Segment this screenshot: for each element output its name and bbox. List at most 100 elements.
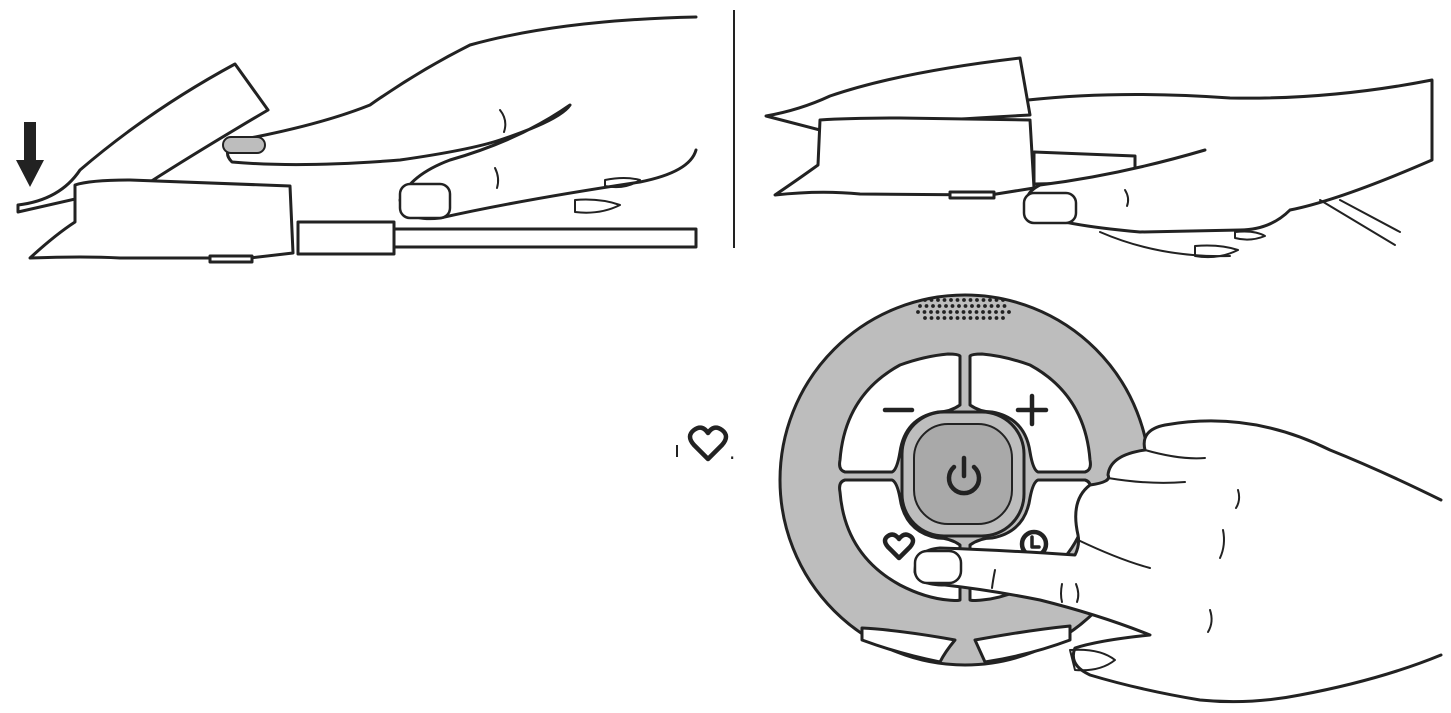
grille-hole (975, 316, 979, 320)
fingernail (1234, 230, 1266, 241)
grille-hole (1001, 316, 1005, 320)
grille-hole (963, 304, 968, 308)
grille-hole (929, 298, 934, 302)
knuckle-line (1207, 609, 1213, 633)
grille-hole (970, 304, 974, 308)
grille-hole (944, 304, 948, 308)
finger-upper (16, 62, 270, 214)
device-foot-right (973, 624, 1072, 664)
grille-hole (942, 316, 947, 320)
grille-hole (950, 304, 955, 308)
pulse-oximeter-body (28, 178, 295, 260)
grille-hole (924, 304, 929, 308)
knuckle-line (499, 109, 507, 133)
grille-hole (929, 310, 933, 314)
grille-hole (923, 316, 927, 320)
grille-hole (983, 304, 987, 308)
grille-hole (968, 298, 973, 302)
grille-hole (923, 298, 927, 302)
knuckle-line (1075, 583, 1080, 603)
grille-hole (1007, 310, 1011, 314)
grille-hole (961, 310, 966, 314)
power-icon (946, 455, 982, 496)
grille-hole (994, 298, 999, 302)
knuckle-line (991, 569, 996, 589)
cable (296, 220, 698, 256)
grille-hole (929, 316, 934, 320)
grille-hole (955, 316, 960, 320)
knuckle-line (494, 167, 500, 189)
grille-hole (988, 298, 992, 302)
finger-crease (1077, 539, 1151, 569)
grille-hole (937, 304, 942, 308)
device-foot-left (860, 626, 957, 664)
grille-hole (957, 304, 961, 308)
grille-hole (988, 316, 992, 320)
finger-crease (1107, 477, 1186, 484)
grille-hole (981, 298, 986, 302)
knuckle-line (1235, 489, 1241, 509)
grille-hole (996, 304, 1000, 308)
fingernail (574, 198, 621, 214)
knuckle-line (1219, 529, 1225, 559)
grille-hole (968, 310, 972, 314)
device-foot (948, 190, 996, 200)
grille-hole (949, 316, 953, 320)
fingernail (604, 177, 641, 189)
grille-hole (936, 298, 940, 302)
grille-hole (976, 304, 981, 308)
grille-hole (916, 310, 920, 314)
grille-hole (936, 316, 940, 320)
grille-hole (962, 298, 966, 302)
knuckle-line (1060, 583, 1063, 603)
panel-control-buttons (778, 293, 1443, 704)
heart-icon (882, 532, 916, 561)
finger-lower (1099, 231, 1231, 258)
heart-icon (687, 425, 729, 462)
grille-hole (981, 310, 985, 314)
pulse-oximeter-body (773, 116, 1036, 197)
grille-hole (1002, 304, 1007, 308)
grille-hole (994, 316, 999, 320)
grille-hole (989, 304, 994, 308)
fingernail (1069, 648, 1116, 672)
speaker-grille (916, 298, 1011, 320)
grille-hole (955, 298, 960, 302)
fingernail (222, 136, 266, 154)
grille-hole (935, 310, 940, 314)
hand-panel-1 (226, 15, 698, 221)
grille-hole (975, 298, 979, 302)
grille-hole (968, 316, 973, 320)
cable (1339, 199, 1401, 233)
grille-hole (931, 304, 935, 308)
grille-hole (918, 304, 922, 308)
grille-hole (962, 316, 966, 320)
grille-hole (981, 316, 986, 320)
grille-hole (942, 298, 947, 302)
finger-crease (1144, 449, 1206, 460)
grille-hole (949, 298, 953, 302)
fingernail (398, 182, 452, 220)
device-foot (208, 254, 254, 264)
down-arrow-icon (16, 122, 44, 187)
panel-finger-inserted (764, 56, 1434, 259)
fingernail (1194, 244, 1239, 259)
grille-hole (1000, 310, 1005, 314)
grille-hole (922, 310, 927, 314)
fingernail (913, 549, 963, 585)
grille-hole (994, 310, 998, 314)
grille-hole (955, 310, 959, 314)
panel-insert-finger (16, 15, 698, 264)
grille-hole (1001, 298, 1005, 302)
cable (1319, 199, 1396, 246)
grille-hole (987, 310, 992, 314)
knuckle-line (1124, 189, 1130, 207)
callout-suffix: . (729, 440, 735, 464)
plus-icon (1015, 393, 1049, 427)
fingernail (1022, 191, 1078, 225)
grille-hole (942, 310, 946, 314)
grille-hole (948, 310, 953, 314)
grille-hole (974, 310, 979, 314)
callout-heart: . (676, 425, 735, 464)
